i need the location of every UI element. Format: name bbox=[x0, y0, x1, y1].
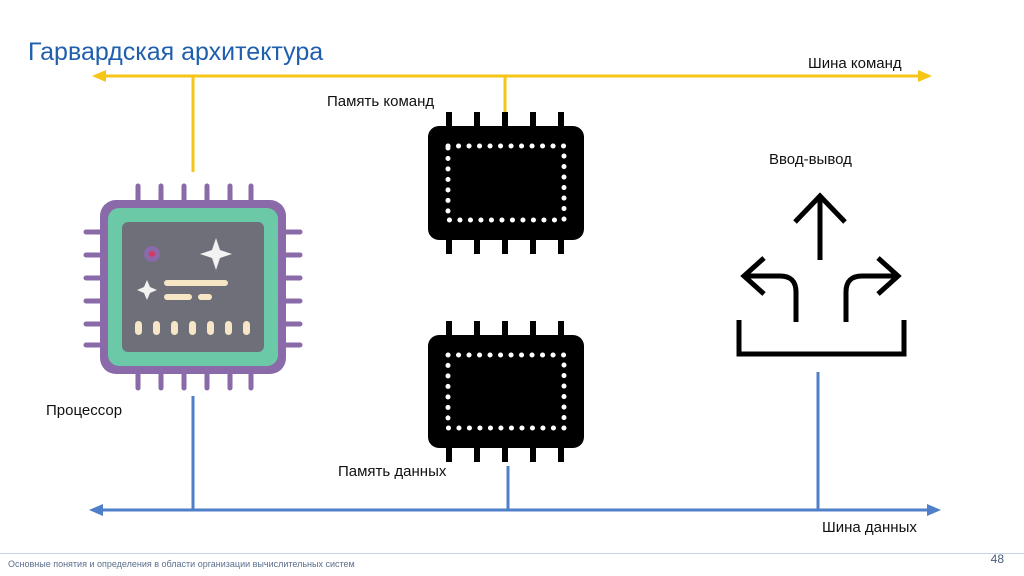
memory-chip-icon bbox=[428, 112, 584, 254]
instruction-bus-label: Шина команд bbox=[808, 55, 902, 72]
data-memory-label: Память данных bbox=[338, 463, 447, 480]
footer-divider bbox=[0, 553, 1024, 554]
cpu-icon bbox=[83, 183, 303, 391]
memory-chip-icon bbox=[428, 321, 584, 462]
footer-text: Основные понятия и определения в области… bbox=[8, 559, 355, 569]
instruction-memory-label: Память команд bbox=[327, 93, 435, 110]
data-bus-label: Шина данных bbox=[822, 519, 917, 536]
slide-title: Гарвардская архитектура bbox=[28, 38, 324, 66]
processor-label: Процессор bbox=[46, 402, 123, 419]
io-split-arrows-icon bbox=[736, 192, 907, 357]
page-number: 48 bbox=[990, 552, 1004, 566]
io-label: Ввод-вывод bbox=[769, 151, 852, 168]
data-bus bbox=[89, 372, 941, 516]
instruction-bus bbox=[92, 70, 932, 172]
